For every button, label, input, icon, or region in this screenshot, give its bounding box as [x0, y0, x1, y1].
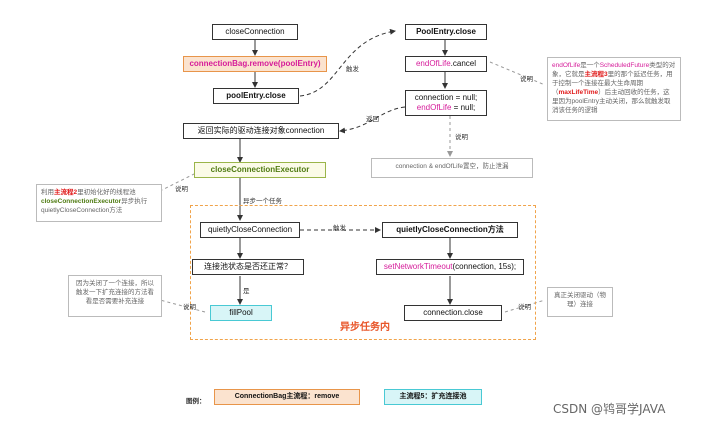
null-line2-b: = null;: [451, 103, 476, 112]
fill-pool-node: fillPool: [210, 305, 272, 321]
async-region: [190, 205, 536, 340]
set-timeout-b: (connection, 15s);: [452, 262, 517, 271]
endoflife-note: endOfLife是一个ScheduledFuture类型的对象，它就是主流程3…: [547, 57, 681, 121]
endoflife-cancel-node: endOfLife.cancel: [405, 56, 487, 72]
endoflife-cancel-b: .cancel: [450, 59, 477, 68]
bag-remove-text: connectionBag.remove(poolEntry): [189, 59, 321, 68]
yes-label: 是: [243, 288, 250, 295]
explain-label-5: 说明: [518, 304, 531, 311]
explain-label-4: 说明: [183, 304, 196, 311]
null-line1: connection = null;: [414, 93, 478, 102]
async-region-label: 异步任务内: [340, 322, 390, 333]
quietly-left-node: quietlyCloseConnection: [200, 222, 300, 238]
explain-label-1: 说明: [520, 76, 533, 83]
dash-explain-close: [504, 299, 546, 313]
set-timeout-node: setNetworkTimeout(connection, 15s);: [376, 259, 524, 275]
dash-explain-executor: [161, 170, 201, 191]
return-driver-node: 返回实际的驱动连接对象connection: [183, 123, 339, 139]
poolentry-close-right-node: PoolEntry.close: [405, 24, 487, 40]
csdn-watermark: CSDN @鸨哥学JAVA: [553, 402, 666, 416]
async-task-label: 异步一个任务: [243, 198, 282, 205]
null-clear-note: connection & endOfLife置空，防止泄漏: [371, 158, 533, 178]
close-connection-node: closeConnection: [212, 24, 298, 40]
arrow-trigger-poolentry: [299, 28, 396, 97]
pool-normal-node: 连接池状态是否还正常？: [192, 259, 304, 275]
return-label: 返回: [366, 116, 379, 123]
trigger-label-2: 触发: [333, 225, 346, 232]
connection-close-note: 真正关闭驱动（物理）连接: [547, 287, 613, 317]
null-assign-node: connection = null; endOfLife = null;: [405, 90, 487, 116]
executor-node: closeConnectionExecutor: [194, 162, 326, 178]
executor-text: closeConnectionExecutor: [210, 165, 310, 174]
null-line2-a: endOfLife: [416, 103, 452, 112]
legend-orange: ConnectionBag主流程：remove: [214, 389, 360, 405]
quietly-right-node: quietlyCloseConnection方法: [382, 222, 518, 238]
trigger-label-1: 触发: [346, 66, 359, 73]
connection-close-node: connection.close: [404, 305, 502, 321]
explain-label-2: 说明: [455, 134, 468, 141]
legend-title: 图例：: [186, 398, 206, 405]
endoflife-cancel-a: endOfLife: [415, 59, 451, 68]
set-timeout-a: setNetworkTimeout: [383, 262, 453, 271]
bag-remove-node: connectionBag.remove(poolEntry): [183, 56, 327, 72]
executor-note: 利用主流程2里初始化好的线程池closeConnectionExecutor异步…: [36, 184, 162, 222]
fill-pool-note: 因为关闭了一个连接，所以触发一下扩充连接的方法看看是否需要补充连接: [68, 275, 162, 317]
dash-explain-fill: [159, 299, 206, 313]
dash-explain-endoflife: [489, 61, 546, 86]
explain-label-3: 说明: [175, 186, 188, 193]
poolentry-close-left-node: poolEntry.close: [213, 88, 299, 104]
legend-cyan: 主流程5：扩充连接池: [384, 389, 482, 405]
